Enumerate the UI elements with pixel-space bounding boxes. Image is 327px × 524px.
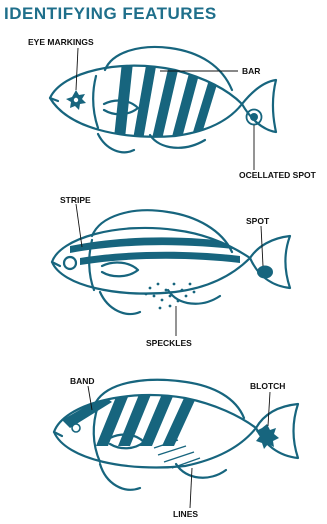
- fish-2-eye: [64, 257, 76, 269]
- label-stripe: STRIPE: [60, 195, 91, 205]
- label-speckles: SPECKLES: [146, 338, 192, 348]
- diagram-title: IDENTIFYING FEATURES: [4, 4, 217, 24]
- label-ocellated-spot: OCELLATED SPOT: [239, 170, 317, 180]
- label-bar: BAR: [242, 66, 260, 76]
- fish-3-pelvic-fin: [100, 464, 140, 490]
- fish-2-pectoral-fin: [102, 263, 138, 277]
- fish-2-tail: [250, 236, 290, 288]
- fish-3-gill: [94, 406, 100, 462]
- fish-3-bands: [62, 392, 196, 446]
- fish-2-speckles: [145, 283, 196, 310]
- fish-3-eye: [72, 424, 80, 432]
- fish-1-tail: [242, 80, 276, 132]
- fish-1-pelvic-fin: [98, 134, 134, 152]
- label-band: BAND: [70, 376, 95, 386]
- fish-1-eye-markings: [66, 90, 86, 110]
- fish-2-pelvic-fin: [100, 292, 140, 314]
- fish-2-spot: [257, 266, 273, 279]
- fish-2-stripes: [70, 237, 250, 265]
- fish-1-ocellated-spot: [247, 110, 262, 125]
- label-spot: SPOT: [246, 216, 270, 226]
- fish-1-gill: [93, 76, 98, 128]
- label-eye-markings: EYE MARKINGS: [28, 37, 94, 47]
- label-blotch: BLOTCH: [250, 381, 285, 391]
- label-lines: LINES: [173, 509, 198, 519]
